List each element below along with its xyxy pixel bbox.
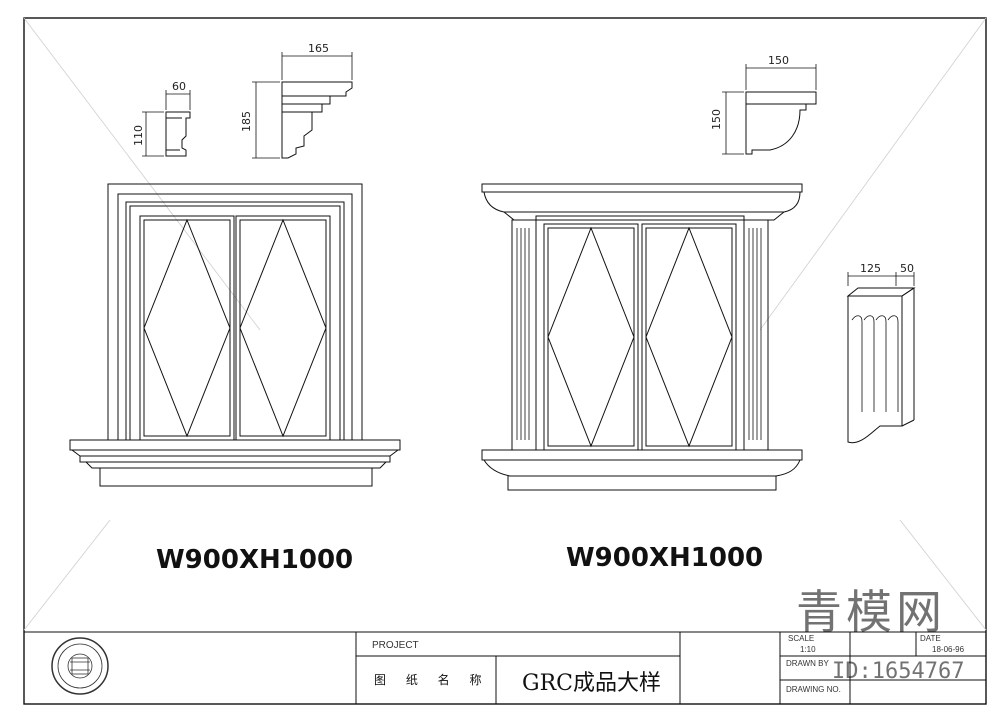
sheet-border <box>23 17 987 705</box>
scale-label: SCALE <box>788 634 814 643</box>
left-window-caption: W900XH1000 <box>156 545 353 575</box>
watermark-brand: 青模网 <box>796 585 946 639</box>
dim-cornice-width: 165 <box>308 42 329 55</box>
dim-right-cornice-width: 150 <box>768 54 789 67</box>
drawn-by-label: DRAWN BY <box>786 659 829 668</box>
pilaster-block-detail <box>846 272 916 444</box>
left-window-elevation <box>69 183 401 487</box>
dim-pilaster-depth: 50 <box>900 262 914 275</box>
right-window-elevation <box>481 183 803 491</box>
dim-small-trim-width: 60 <box>172 80 186 93</box>
small-trim-profile <box>142 90 191 157</box>
watermark-id: ID:1654767 <box>832 659 964 684</box>
dim-cornice-height: 185 <box>240 111 253 132</box>
drawing-name-label: 图 纸 名 称 <box>374 672 489 687</box>
dim-right-cornice-height: 150 <box>710 109 723 130</box>
cornice-profile <box>252 52 353 159</box>
drawing-no-label: DRAWING NO. <box>786 685 841 694</box>
project-label: PROJECT <box>372 640 419 651</box>
dim-pilaster-width: 125 <box>860 262 881 275</box>
dim-small-trim-height: 110 <box>132 125 145 146</box>
right-cornice-profile <box>722 64 817 155</box>
date-label: DATE <box>920 634 941 643</box>
right-window-caption: W900XH1000 <box>566 543 763 573</box>
title-block <box>24 631 986 704</box>
scale-value: 1:10 <box>800 645 816 654</box>
background-guides <box>23 17 987 631</box>
drawing-title: GRC成品大样 <box>522 671 661 696</box>
date-value: 18-06-96 <box>932 645 965 654</box>
company-seal-logo <box>51 637 109 695</box>
